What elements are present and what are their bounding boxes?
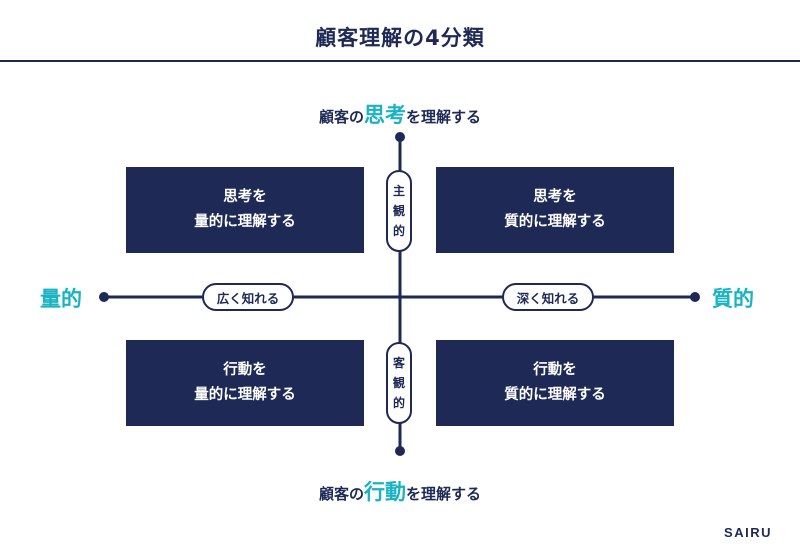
quadrant-bottom-left-line2: 量的に理解する (194, 387, 296, 403)
pill-deep: 深く知れる (502, 283, 594, 311)
axis-bottom-highlight: 行動 (364, 480, 406, 504)
pill-broad: 広く知れる (202, 283, 294, 311)
axis-endpoint-left (99, 292, 109, 302)
quadrant-bottom-right-line2: 質的に理解する (504, 387, 606, 403)
pill-subjective-char: 的 (392, 224, 405, 238)
axis-label-qualitative: 質的 (712, 287, 754, 311)
quadrant-bottom-left-line1: 行動を (223, 362, 267, 378)
pill-objective-char: 的 (392, 396, 405, 410)
pill-objective-char: 客 (392, 356, 405, 370)
axis-top-prefix: 顧客の (318, 108, 364, 126)
pill-subjective-char: 観 (392, 204, 405, 218)
quadrant-top-right-line2: 質的に理解する (504, 214, 606, 230)
quadrant-bottom-right: 行動を 質的に理解する (436, 340, 674, 426)
title-divider (0, 60, 800, 62)
pill-objective-char: 観 (392, 376, 405, 390)
axis-top-suffix: を理解する (406, 108, 482, 126)
quadrant-bottom-left: 行動を 量的に理解する (126, 340, 364, 426)
axis-label-top: 顧客の思考を理解する (0, 99, 800, 129)
axis-label-bottom: 顧客の行動を理解する (0, 476, 800, 506)
axis-bottom-prefix: 顧客の (318, 485, 364, 503)
page-title: 顧客理解の4分類 (315, 26, 485, 50)
pill-objective: 客 観 的 (386, 342, 412, 424)
axis-label-quantitative: 量的 (40, 287, 82, 311)
pill-subjective-char: 主 (392, 184, 405, 198)
axis-endpoint-top (395, 132, 405, 142)
quadrant-bottom-right-line1: 行動を (533, 362, 577, 378)
quadrant-top-right-line1: 思考を (533, 189, 577, 205)
axis-top-highlight: 思考 (364, 103, 406, 127)
brand-logo: SAIRU (724, 525, 772, 540)
quadrant-top-left-line2: 量的に理解する (194, 214, 296, 230)
quadrant-top-right: 思考を 質的に理解する (436, 167, 674, 253)
axis-endpoint-bottom (395, 446, 405, 456)
axis-bottom-suffix: を理解する (406, 485, 482, 503)
quadrant-top-left-line1: 思考を (223, 189, 267, 205)
axis-endpoint-right (690, 292, 700, 302)
quadrant-top-left: 思考を 量的に理解する (126, 167, 364, 253)
pill-subjective: 主 観 的 (386, 170, 412, 252)
